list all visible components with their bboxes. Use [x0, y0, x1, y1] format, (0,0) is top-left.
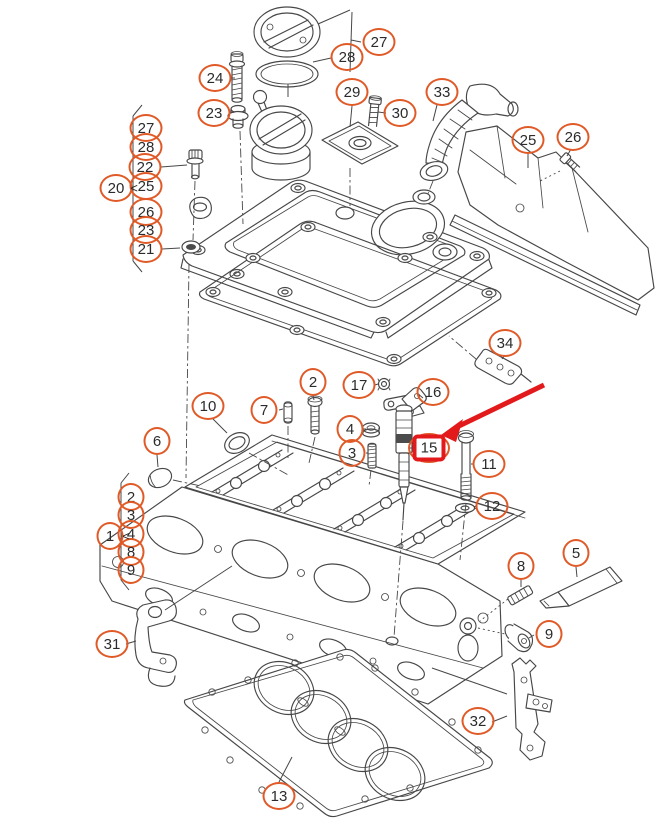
stud-3-drawing — [367, 442, 377, 469]
screw-26-drawing — [559, 152, 581, 173]
plug-9-drawing — [504, 623, 534, 653]
callout-32[interactable]: 32 — [461, 707, 495, 735]
callout-11[interactable]: 11 — [472, 450, 506, 478]
gasket-segment-34-drawing — [474, 348, 532, 385]
intake-ports — [146, 515, 457, 627]
cylinder-head-drawing — [99, 434, 526, 705]
bolt-24-drawing — [228, 51, 246, 103]
callout-12[interactable]: 12 — [475, 492, 509, 520]
screw-30-drawing — [367, 95, 382, 127]
bolt-22-drawing — [186, 149, 204, 180]
grommet-23-drawing — [227, 104, 249, 129]
callout-15-circle — [408, 433, 450, 463]
stud-8-drawing — [507, 585, 534, 606]
gasket-holes — [201, 653, 482, 810]
assembly-axes — [172, 130, 561, 638]
callout-21[interactable]: 21 — [129, 235, 163, 263]
oil-filler-cap-drawing — [253, 6, 321, 88]
grommet-21-drawing — [181, 240, 201, 254]
washer-12-drawing — [454, 502, 476, 514]
callout-28-top[interactable]: 28 — [330, 43, 364, 71]
seal-10-drawing — [224, 432, 250, 454]
callout-20[interactable]: 20 — [99, 174, 133, 202]
heat-shield-drawing — [449, 125, 655, 316]
sealant-tube-5-drawing — [539, 566, 623, 609]
callout-26-right[interactable]: 26 — [556, 123, 590, 151]
nut-4-drawing — [361, 422, 381, 438]
group-1-pointer: < — [122, 528, 130, 544]
leader-lines — [120, 9, 578, 783]
callout-23-top[interactable]: 23 — [197, 99, 231, 127]
bolt-2-drawing — [307, 395, 323, 435]
injector-15-drawing — [395, 387, 427, 521]
callout-9-right[interactable]: 9 — [535, 620, 563, 648]
pin-7-drawing — [283, 401, 293, 424]
callout-24[interactable]: 24 — [198, 64, 232, 92]
callout-31[interactable]: 31 — [95, 630, 129, 658]
nut-17-drawing — [377, 377, 391, 391]
bolt-11-drawing — [457, 430, 475, 501]
callout-7[interactable]: 7 — [250, 396, 278, 424]
group-20-pointer: < — [130, 180, 138, 196]
valve-cover-gasket-drawing — [198, 220, 502, 367]
callout-3-mid[interactable]: 3 — [338, 439, 366, 467]
head-gasket-drawing — [183, 648, 493, 818]
callout-25-right[interactable]: 25 — [511, 126, 545, 154]
callout-9-left[interactable]: 9 — [117, 556, 145, 584]
callout-5[interactable]: 5 — [562, 539, 590, 567]
breather-hose-drawing — [419, 83, 519, 181]
bracket-32-drawing — [511, 657, 553, 761]
callout-6[interactable]: 6 — [143, 427, 171, 455]
cylinder-bores — [253, 660, 426, 802]
bracket-31-drawing — [134, 599, 177, 687]
callout-30[interactable]: 30 — [383, 99, 417, 127]
callout-29[interactable]: 29 — [335, 78, 369, 106]
callout-33[interactable]: 33 — [425, 78, 459, 106]
gasket-bolt-rings — [205, 221, 497, 365]
red-arrow-annotation — [441, 382, 546, 442]
callout-15[interactable]: 15 — [412, 434, 446, 462]
callout-10[interactable]: 10 — [191, 392, 225, 420]
callout-27-top[interactable]: 27 — [362, 28, 396, 56]
callout-13[interactable]: 13 — [262, 782, 296, 810]
callout-34[interactable]: 34 — [488, 329, 522, 357]
callout-8-right[interactable]: 8 — [507, 552, 535, 580]
plate-29-drawing — [321, 121, 399, 165]
callout-17[interactable]: 17 — [342, 371, 376, 399]
breather-cap-drawing — [249, 84, 313, 155]
callout-16[interactable]: 16 — [416, 378, 450, 406]
callout-2-mid[interactable]: 2 — [299, 368, 327, 396]
plug-6-drawing — [147, 467, 173, 489]
